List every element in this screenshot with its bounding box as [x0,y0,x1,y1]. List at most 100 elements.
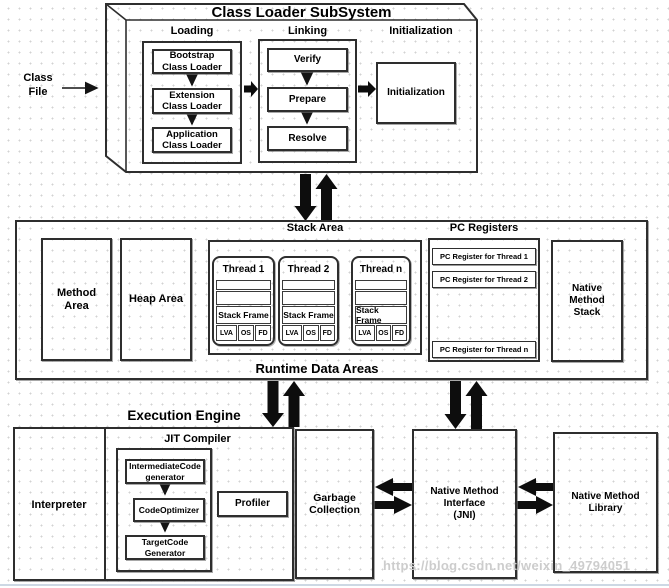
thread-1-title: Thread 1 [222,264,265,275]
thread-2-os-cell: OS [303,325,319,341]
nml-line2: Library [588,502,623,514]
nms-line2: Method [569,295,605,307]
icg-line1: IntermediateCode [129,461,201,472]
class-loader-subsystem-title: Class Loader SubSystem [211,4,392,21]
class-file-line1: Class [23,72,53,84]
thread-n-lva-cell: LVA [355,325,375,341]
application-line2: Class Loader [162,140,222,151]
thread-1-empty-row-1 [216,280,271,290]
garbage-collection-box: Garbage Collection [295,429,374,579]
heap-area-box: Heap Area [120,238,192,361]
thread-n-empty-row-2 [355,291,407,305]
pc-register-thread-n: PC Register for Thread n [432,341,536,358]
bootstrap-class-loader-box: Bootstrap Class Loader [152,49,232,74]
tcg-line1: TargetCode [141,537,189,548]
gc-line2: Collection [309,504,360,516]
code-optimizer-box: CodeOptimizer [133,498,205,522]
pc-registers-title: PC Registers [449,222,519,234]
method-area-box: Method Area [41,238,112,361]
jni-runtime-up-arrow [465,381,488,429]
verify-box: Verify [267,48,348,72]
stack-area-container [208,240,422,355]
pc-register-thread-2: PC Register for Thread 2 [432,271,536,288]
thread-2-empty-row-2 [282,291,335,305]
pc-registers-container [428,238,540,362]
extension-line1: Extension [169,89,215,101]
loading-linking-arrow [244,81,258,97]
thread-2-title: Thread 2 [287,264,330,275]
thread-2-box: Thread 2 Stack Frame LVA OS FD [278,256,339,346]
thread-1-stack-frame-label: Stack Frame [216,306,271,324]
runtime-data-areas-container [15,220,648,380]
thread-2-stack-frame-label: Stack Frame [282,306,335,324]
class-loader-3d-frame [105,3,478,173]
initialization-section-title: Initialization [389,25,453,37]
thread-2-fd-cell: FD [319,325,335,341]
thread-n-box: Thread n Stack Frame LVA OS FD [351,256,411,346]
thread-n-stack-frame-label: Stack Frame [355,305,407,325]
nms-line1: Native [571,283,602,295]
jni-line3: (JNI) [453,509,476,521]
jni-gc-left-arrow [375,478,412,496]
runtime-data-areas-title: Runtime Data Areas [255,361,379,376]
class-file-label: Class File [12,72,64,100]
prepare-box: Prepare [267,87,348,112]
thread-n-fd-cell: FD [391,325,407,341]
icg-line2: generator [145,471,185,482]
gc-line1: Garbage [313,491,356,504]
runtime-classloader-up-arrow [315,174,338,221]
pc-register-thread-1: PC Register for Thread 1 [432,248,536,265]
linking-section-title: Linking [287,25,328,37]
thread-n-title: Thread n [359,264,403,275]
method-area-line2: Area [64,299,89,312]
jit-compiler-title: JIT Compiler [164,433,231,445]
target-code-generator-box: TargetCode Generator [125,535,205,560]
bootstrap-line2: Class Loader [162,61,222,73]
native-method-interface-box: Native Method Interface (JNI) [412,429,517,579]
thread-n-os-cell: OS [375,325,391,341]
native-method-library-box: Native Method Library [553,432,658,573]
jni-line1: Native Method [430,486,499,498]
thread-2-lva-cell: LVA [282,325,303,341]
stack-area-title: Stack Area [286,222,344,234]
thread-1-lva-cell: LVA [216,325,237,341]
ee-runtime-up-arrow [283,381,305,427]
thread-2-frame-cells: LVA OS FD [282,325,335,341]
nml-jni-left-arrow [518,478,553,496]
extension-line2: Class Loader [162,101,222,112]
tcg-line2: Generator [144,547,186,558]
initialization-box: Initialization [376,62,456,124]
thread-1-box: Thread 1 Stack Frame LVA OS FD [212,256,275,346]
intermediate-code-generator-box: IntermediateCode generator [125,459,205,484]
thread-1-os-cell: OS [237,325,254,341]
linking-container [258,39,357,163]
profiler-box: Profiler [217,491,288,517]
method-area-line1: Method [56,286,97,299]
classloader-runtime-down-arrow [294,174,317,221]
thread-2-empty-row-1 [282,280,335,290]
resolve-box: Resolve [267,126,348,151]
thread-n-empty-row-1 [355,280,407,290]
interpreter-jit-divider [104,427,106,581]
application-class-loader-box: Application Class Loader [152,127,232,153]
execution-engine-container [13,427,294,581]
jni-nml-right-arrow [517,496,553,514]
application-line1: Application [166,128,218,140]
jit-compiler-container [116,448,212,572]
native-method-stack-box: Native Method Stack [551,240,623,362]
thread-n-frame-cells: LVA OS FD [355,325,407,341]
loading-section-title: Loading [170,25,214,37]
nml-line1: Native Method [571,490,640,502]
bootstrap-line1: Bootstrap [169,50,215,62]
linking-initialization-arrow [358,81,376,97]
nms-line3: Stack [573,306,601,318]
extension-class-loader-box: Extension Class Loader [152,88,232,114]
thread-1-empty-row-2 [216,291,271,305]
loading-container [142,41,242,164]
thread-1-frame-cells: LVA OS FD [216,325,272,341]
class-file-line2: File [28,85,48,98]
runtime-jni-down-arrow [444,381,467,429]
execution-engine-title: Execution Engine [127,408,241,423]
interpreter-label: Interpreter [31,499,87,511]
